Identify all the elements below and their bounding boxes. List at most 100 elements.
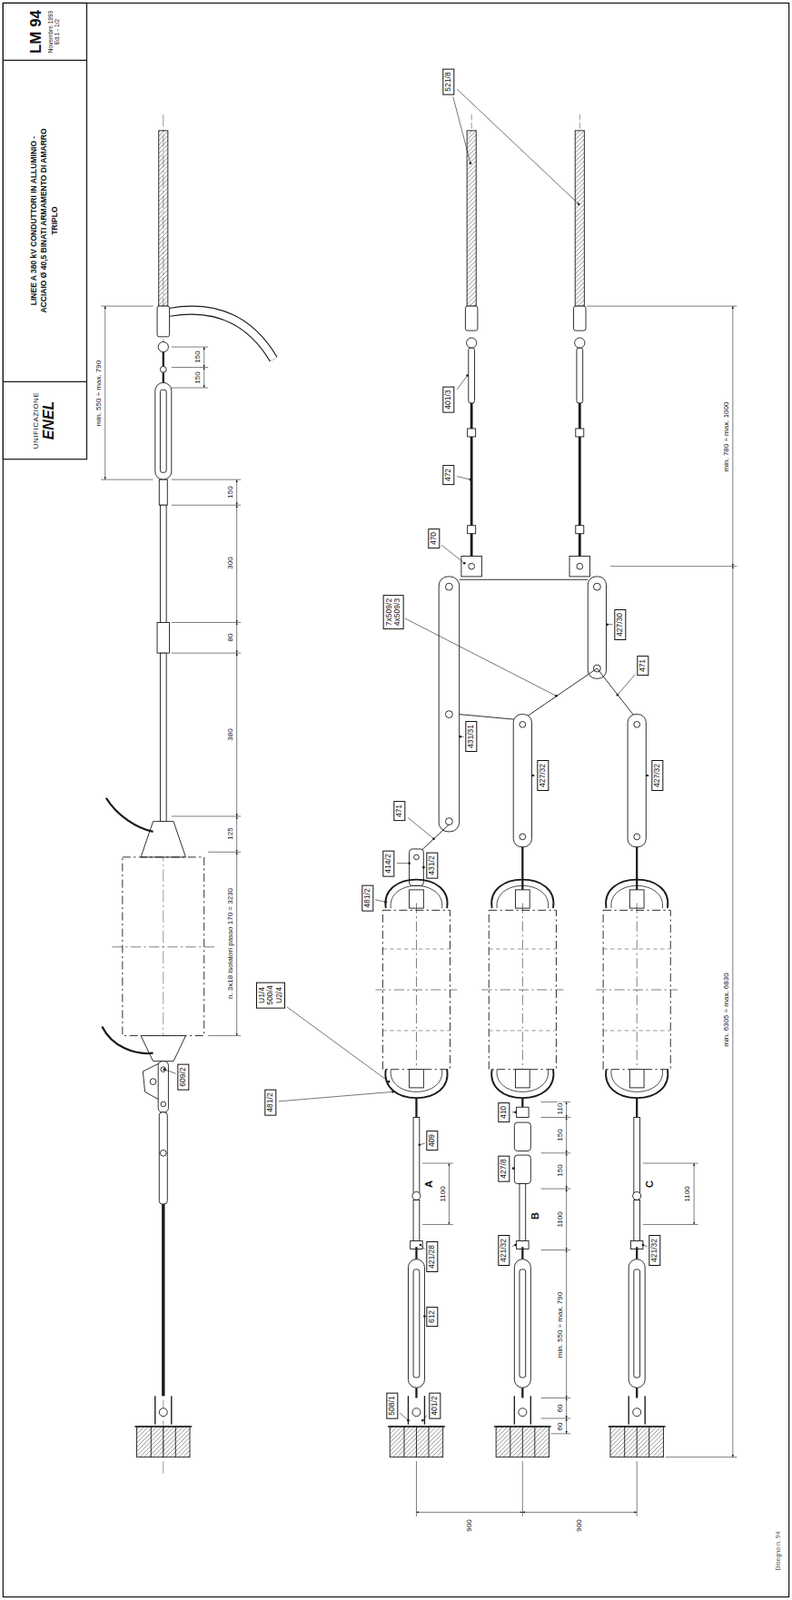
part-number: 431/2 bbox=[428, 855, 437, 875]
part-number: 472 bbox=[445, 467, 454, 481]
dimension-lines bbox=[565, 1153, 567, 1189]
part-number: 427/8 bbox=[499, 1158, 508, 1179]
lower-assembly bbox=[459, 714, 515, 721]
leader-line bbox=[456, 476, 471, 481]
upper-assembly bbox=[101, 114, 274, 1476]
dimension-text: 150 bbox=[194, 370, 202, 385]
part-number: 508/1 bbox=[387, 1396, 396, 1416]
lower-assembly bbox=[438, 576, 459, 832]
upper-assembly bbox=[106, 798, 154, 832]
dimension-lines bbox=[586, 306, 737, 307]
dimension-text: 900 bbox=[575, 1518, 584, 1533]
leader-dot bbox=[422, 866, 426, 870]
part-number: 612 bbox=[428, 1309, 437, 1323]
callout-number: 401/2 bbox=[428, 1393, 441, 1420]
lower-assembly bbox=[514, 1155, 531, 1184]
leader-dot bbox=[531, 774, 535, 778]
leader-dot bbox=[577, 202, 581, 206]
callout-number: 421/28 bbox=[426, 1241, 439, 1273]
lower-assembly bbox=[468, 347, 476, 404]
lower-assembly bbox=[522, 668, 597, 720]
lower-assembly bbox=[521, 1098, 524, 1108]
callout-number: 508/1 bbox=[386, 1393, 398, 1420]
lower-assembly bbox=[466, 337, 477, 348]
dimension-lines bbox=[203, 367, 205, 388]
sheet-frame bbox=[2, 381, 87, 383]
lower-assembly bbox=[481, 880, 564, 1099]
dimension-lines bbox=[541, 1417, 572, 1419]
dimension-text: 1100 bbox=[683, 1185, 692, 1203]
leader-dot bbox=[384, 900, 387, 904]
string-letter: A bbox=[423, 1179, 434, 1189]
upper-assembly bbox=[159, 366, 167, 373]
lower-assembly bbox=[635, 847, 638, 891]
dimension-text: min. 550 ÷ max. 790 bbox=[95, 358, 103, 426]
leader-dot bbox=[465, 374, 469, 377]
lower-assembly bbox=[467, 525, 476, 535]
lower-assembly bbox=[633, 1117, 641, 1194]
lower-assembly bbox=[468, 563, 476, 570]
leader-dot bbox=[605, 623, 609, 626]
leader-dot bbox=[391, 1090, 395, 1094]
upper-assembly bbox=[122, 857, 205, 1037]
callout-number: 409 bbox=[426, 1130, 439, 1151]
upper-assembly bbox=[159, 504, 167, 623]
dimension-text: 125 bbox=[227, 826, 235, 841]
callout-number: 421/32 bbox=[497, 1235, 510, 1267]
upper-assembly bbox=[112, 946, 215, 948]
dimension-lines bbox=[565, 1250, 567, 1399]
part-number: 521/8 bbox=[445, 71, 454, 91]
part-number: 471 bbox=[396, 804, 405, 818]
upper-assembly bbox=[160, 1067, 167, 1073]
upper-assembly bbox=[158, 341, 169, 352]
leader-dot bbox=[432, 837, 436, 841]
dimension-lines bbox=[541, 1117, 572, 1119]
dimension-lines bbox=[610, 565, 737, 567]
leader-dot bbox=[387, 1080, 391, 1084]
leader-dot bbox=[406, 1419, 410, 1423]
dimension-lines bbox=[541, 1397, 572, 1399]
upper-assembly bbox=[140, 821, 186, 858]
callout-number: 410 bbox=[497, 1102, 510, 1123]
dimension-text: 110 bbox=[556, 1102, 565, 1117]
leader-dot bbox=[642, 1244, 645, 1248]
callout-number: 471 bbox=[636, 655, 649, 676]
part-number: 421/32 bbox=[651, 1238, 660, 1263]
dimension-text: 150 bbox=[227, 485, 235, 499]
lower-assembly bbox=[633, 721, 641, 728]
part-number: 410 bbox=[499, 1106, 508, 1119]
upper-assembly bbox=[158, 479, 168, 505]
dimension-lines bbox=[100, 479, 153, 481]
lower-assembly bbox=[519, 721, 526, 728]
callout-number: 521/8 bbox=[443, 68, 456, 95]
lower-assembly bbox=[596, 668, 637, 720]
upper-assembly bbox=[159, 389, 167, 473]
lower-assembly bbox=[633, 833, 641, 841]
lower-assembly bbox=[516, 1107, 529, 1118]
lower-assembly bbox=[627, 714, 646, 848]
upper-assembly bbox=[169, 310, 275, 360]
lower-assembly bbox=[513, 714, 532, 848]
part-number: 7x509/2 4x509/3 bbox=[384, 598, 402, 626]
leader-dot bbox=[514, 1111, 517, 1115]
upper-assembly bbox=[158, 130, 169, 307]
lower-assembly bbox=[519, 833, 526, 841]
leader-dot bbox=[514, 1244, 517, 1248]
callout-number: 609/2 bbox=[178, 1063, 190, 1090]
dimension-lines bbox=[171, 387, 208, 389]
dimension-lines bbox=[171, 479, 241, 481]
lower-assembly bbox=[593, 583, 601, 591]
callout-number: 427/32 bbox=[651, 760, 664, 792]
dimension-lines bbox=[541, 1101, 572, 1103]
dimension-lines bbox=[422, 1163, 454, 1165]
dimension-lines bbox=[636, 1461, 638, 1517]
lower-assembly bbox=[466, 130, 476, 307]
leader-line bbox=[375, 900, 387, 903]
lower-assembly bbox=[595, 880, 678, 1099]
dimension-text: 900 bbox=[465, 1518, 474, 1533]
lower-assembly bbox=[412, 1192, 421, 1201]
upper-assembly bbox=[155, 382, 172, 480]
leader-line bbox=[407, 817, 434, 839]
upper-assembly bbox=[149, 1079, 157, 1086]
